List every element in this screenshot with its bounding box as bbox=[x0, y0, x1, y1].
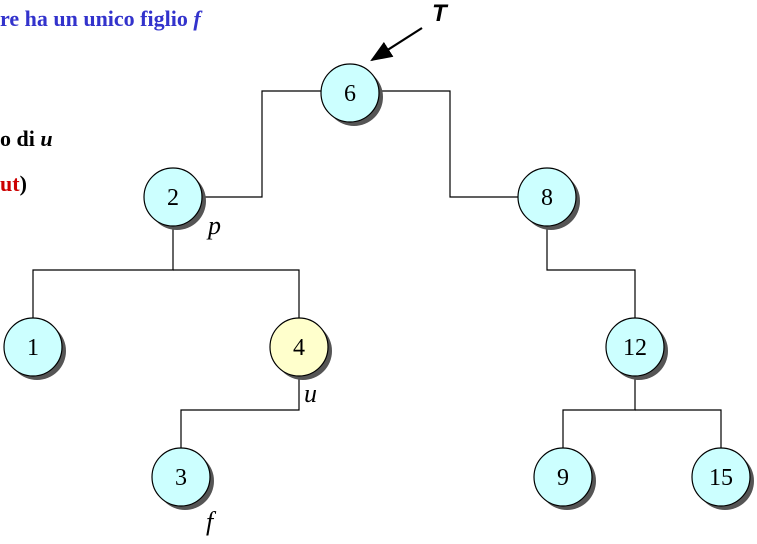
node-value: 1 bbox=[27, 335, 39, 361]
line3-suffix: ) bbox=[19, 171, 27, 196]
tree-node-15: 15 bbox=[691, 447, 754, 510]
tree-node-6: 6 bbox=[320, 63, 383, 126]
tree-node-1: 1 bbox=[3, 317, 66, 380]
line2-variable: u bbox=[40, 126, 53, 151]
edge-n8-n12 bbox=[546, 226, 636, 318]
line2-prefix: o di bbox=[0, 126, 41, 151]
node-circle bbox=[269, 317, 329, 377]
node-circle bbox=[3, 317, 63, 377]
slide-title: re ha un unico figlio f bbox=[0, 6, 201, 32]
title-variable: f bbox=[193, 6, 201, 31]
tree-node-9: 9 bbox=[533, 447, 596, 510]
tree-node-2: 2 bbox=[143, 167, 206, 230]
tree-node-12: 12 bbox=[605, 317, 668, 380]
node-circle bbox=[517, 167, 577, 227]
node-circle bbox=[143, 167, 203, 227]
node-circle bbox=[533, 447, 593, 507]
node-value: 15 bbox=[709, 465, 733, 491]
edges-layer bbox=[32, 90, 722, 448]
tree-node-4: 4 bbox=[269, 317, 332, 380]
node-label-p: p bbox=[206, 211, 221, 240]
edge-n6-n8 bbox=[378, 90, 518, 198]
edge-n2-n4 bbox=[173, 269, 300, 318]
node-label-f: f bbox=[206, 507, 217, 536]
node-circle bbox=[320, 63, 380, 123]
body-line-3: ut) bbox=[0, 171, 27, 197]
tree-root-label: T bbox=[432, 0, 447, 27]
edge-n6-n2 bbox=[202, 90, 322, 198]
edge-n12-n15 bbox=[635, 409, 722, 448]
node-value: 3 bbox=[175, 465, 187, 491]
edge-n2-n1 bbox=[32, 226, 174, 318]
node-circle bbox=[151, 447, 211, 507]
node-value: 9 bbox=[557, 465, 569, 491]
node-value: 2 bbox=[167, 185, 179, 211]
node-labels-layer: p u f bbox=[206, 211, 317, 536]
node-value: 4 bbox=[293, 335, 305, 361]
line3-cut: ut bbox=[0, 171, 20, 196]
node-value: 8 bbox=[541, 185, 553, 211]
node-value: 6 bbox=[344, 81, 356, 107]
edge-n4-n3 bbox=[180, 376, 300, 448]
node-circle bbox=[605, 317, 665, 377]
node-value: 12 bbox=[623, 335, 647, 361]
node-label-u: u bbox=[304, 379, 317, 408]
root-pointer-arrow bbox=[370, 27, 423, 62]
body-line-2: o di u bbox=[0, 126, 53, 152]
node-circle bbox=[691, 447, 751, 507]
title-prefix: re ha un unico figlio bbox=[0, 6, 194, 31]
tree-node-8: 8 bbox=[517, 167, 580, 230]
tree-node-3: 3 bbox=[151, 447, 214, 510]
edge-n12-n9 bbox=[562, 376, 636, 448]
